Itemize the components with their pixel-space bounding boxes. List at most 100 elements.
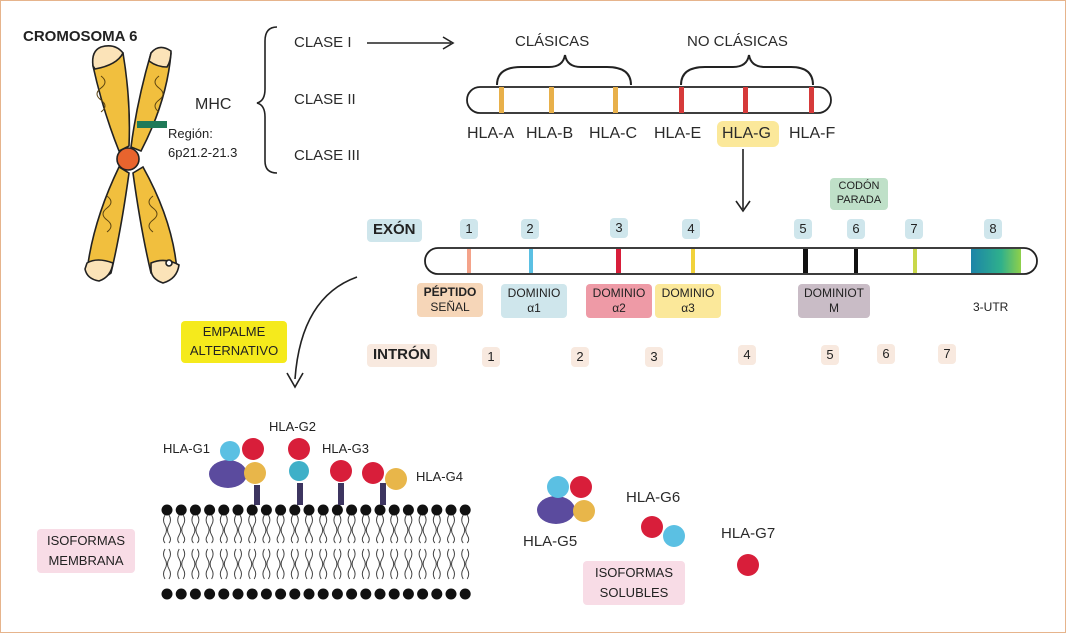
lipid-head-lower [431,588,443,600]
region-value: 6p21.2-21.3 [168,145,238,160]
classic-label: CLÁSICAS [515,33,590,50]
hla-g-highlight [717,121,779,147]
lipid-head-lower [289,588,301,600]
lipid-head-upper [289,504,301,516]
lipid-tail-lower [219,548,228,580]
intron-number-6: 6 [877,344,895,364]
lipid-head-upper [317,504,329,516]
lipid-head-lower [388,588,400,600]
exon-band-1 [467,249,471,273]
membrane-isoforms-line2: MEMBRANA [48,553,124,569]
lipid-tail-upper [219,514,228,544]
lipid-head-upper [331,504,343,516]
lipid-tail-lower [432,548,441,580]
chromosome-title: CROMOSOMA 6 [23,28,138,45]
lipid-head-lower [417,588,429,600]
lipid-head-lower [374,588,386,600]
class-bracket [256,26,278,174]
lipid-head-lower [246,588,258,600]
hla-g7-label: HLA-G7 [721,525,776,542]
lipid-tail-upper [177,514,186,544]
lipid-head-upper [303,504,315,516]
lipid-head-upper [459,504,471,516]
lipid-tail-lower [248,548,257,580]
lipid-tail-upper [447,514,455,544]
exon-band-6 [854,249,858,273]
intron-number-1: 1 [482,347,500,367]
classic-brace [496,54,632,86]
exon-band-2 [529,249,533,273]
lipid-head-upper [417,504,429,516]
lipid-head-upper [246,504,258,516]
lipid-tail-upper [305,514,313,544]
lipid-tail-upper [234,514,242,544]
lipid-head-upper [388,504,400,516]
lipid-tail-lower [163,548,171,580]
intron-number-5: 5 [821,345,839,365]
hla-g2-molecule [288,438,310,505]
alternative-splicing-tag: EMPALME ALTERNATIVO [181,321,287,363]
intron-number-7: 7 [938,344,956,364]
lipid-head-upper [275,504,287,516]
lipid-tail-upper [376,514,384,544]
lipid-tail-upper [432,514,441,544]
splicing-line2: ALTERNATIVO [189,342,279,358]
exon-number-5: 5 [794,219,812,239]
nonclassic-brace [680,54,814,86]
lipid-tail-upper [290,514,299,544]
lipid-tail-lower [347,548,356,580]
domain-tm-tag: DOMINIOT M [798,284,870,318]
lipid-tail-lower [177,548,186,580]
domain-a1-line2: α1 [527,301,541,315]
class1-region-bar [466,86,832,114]
hla-b-band [549,87,554,113]
arrow-splicing-head [286,372,304,389]
exon-band-3 [616,249,621,273]
hla-g6-label: HLA-G6 [626,489,681,506]
lipid-tail-lower [390,548,399,580]
lipid-head-upper [175,504,187,516]
chromosome-tip-lr [150,259,180,284]
lipid-tail-lower [361,548,370,580]
lipid-tail-lower [205,548,214,580]
intron-number-2: 2 [571,347,589,367]
hla-bands [499,87,814,113]
signal-peptide-line2: SEÑAL [430,300,470,314]
exon-title: EXÓN [367,219,422,242]
exon-band-4 [691,249,695,273]
lipid-tail-lower [404,548,413,580]
intron-number-4: 4 [738,345,756,365]
soluble-isoforms-line2: SOLUBLES [599,585,669,601]
lipid-head-lower [445,588,457,600]
lipid-tail-lower [191,548,200,580]
hla-g-label: HLA-G [722,125,771,142]
lipid-head-lower [189,588,201,600]
lipid-head-upper [402,504,414,516]
exon-number-3: 3 [610,218,628,238]
lipid-tail-upper [361,514,370,544]
lipid-tail-upper [248,514,257,544]
exon-number-4: 4 [682,219,700,239]
hla-g5-molecule [537,476,595,524]
lipid-tail-upper [404,514,413,544]
centromere [116,147,140,171]
chromosome-tip-ur [148,46,172,68]
hla-g-band [743,87,748,113]
lipid-head-lower [218,588,230,600]
lipid-tail-upper [347,514,356,544]
gene-bar [424,247,1038,275]
hla-a-label: HLA-A [467,125,515,142]
lipid-tail-lower [305,548,313,580]
domain-a3-tag: DOMINIO α3 [655,284,721,318]
soluble-isoform-molecules [537,476,759,576]
intron-number-3: 3 [645,347,663,367]
lipid-head-lower [232,588,244,600]
domain-a1-line1: DOMINIO [507,286,561,300]
exon-number-6: 6 [847,219,865,239]
intron-title: INTRÓN [367,344,437,367]
chromosome-tip-ll [84,259,114,282]
domain-a3-line2: α3 [681,301,695,315]
hla-c-band [613,87,618,113]
cell-membrane [161,504,471,600]
signal-peptide-line1: PÉPTIDO [423,285,477,299]
